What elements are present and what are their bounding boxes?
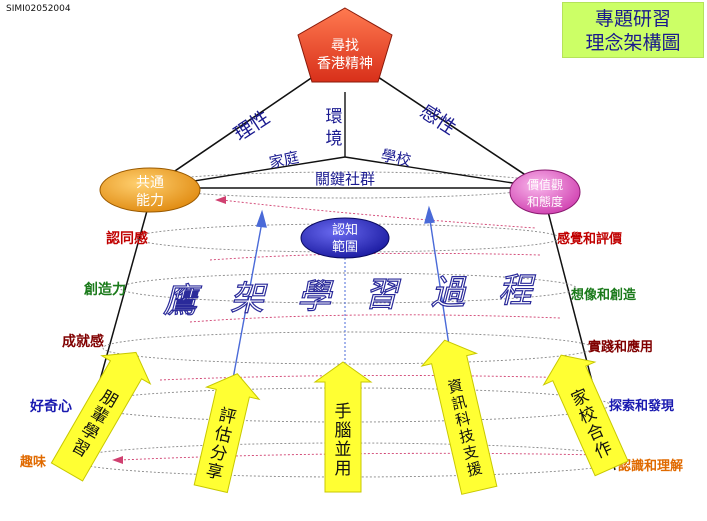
document-id: SIMI02052004 [6,4,71,14]
center-node-line2: 範圍 [332,240,358,255]
left-label-curiosity: 好奇心 [29,398,72,415]
ring [102,331,594,365]
arrow-label-char: 分 [208,442,229,465]
top-node-line2: 香港精神 [317,56,373,72]
arrow-label-char: 估 [213,424,234,447]
title-line-2: 理念架構圖 [585,32,681,54]
process-char: 學 [297,277,334,317]
ring [119,272,577,304]
arrowhead [424,205,435,224]
top-node-line1: 尋找 [331,38,359,54]
right-node-line1: 價值觀 [527,177,563,192]
arrow-label-char: 科 [454,409,473,430]
process-char: 習 [364,275,401,315]
arrow-label-char: 用 [335,459,352,479]
process-char: 過 [431,273,467,313]
ring [85,387,611,423]
left-label-achievement: 成就感 [62,333,104,350]
process-label: 鷹架學習過程 [162,270,536,321]
arrow-label-char: 享 [204,461,225,484]
left-node-line1: 共通 [136,175,164,191]
title-line-1: 專題研習 [594,8,671,30]
process-char: 程 [498,271,536,311]
arrow-label-char: 合 [584,420,608,445]
arrow-label-char: 評 [217,405,238,428]
arrow-label-char: 支 [461,442,480,463]
framework-triangle [147,54,548,189]
right-label-feeling: 感覺和評價 [557,231,623,247]
diagram-title: 專題研習 理念架構圖 [562,2,704,58]
label-key-community: 關鍵社群 [315,170,375,188]
arrow-label-char: 校 [576,403,600,428]
right-label-exploration: 探索和發現 [609,398,674,414]
arrow-label-char: 並 [335,440,352,460]
left-label-interest: 趣味 [19,454,46,470]
left-label-creativity: 創造力 [83,281,126,298]
process-char: 架 [230,279,268,319]
arrow-label-char: 援 [465,459,484,480]
arrow-label-char: 訊 [450,393,469,414]
arrow-label-char: 技 [457,426,476,447]
spiral-arrowhead [215,196,226,204]
process-char: 鷹 [163,281,202,321]
label-rationality: 理性 [230,106,274,145]
right-label-practice: 實踐和應用 [588,339,653,355]
arrow-label-char: 家 [568,386,592,411]
right-node [509,169,581,215]
triangle-inner-edge [344,156,546,189]
spiral-arrowhead [112,456,123,464]
label-environment-2: 境 [326,129,343,149]
center-node [300,217,390,259]
left-label-identity: 認同感 [106,230,148,247]
label-school: 學校 [379,146,412,170]
label-environment-1: 環 [326,107,343,127]
arrow-label-char: 作 [592,438,616,463]
label-family: 家庭 [267,148,300,172]
right-label-imagination: 想像和創造 [571,287,637,303]
arrowhead [256,209,267,228]
arrow-label-char: 腦 [335,421,352,441]
right-node-line2: 和態度 [527,194,563,209]
arrow-shape [542,354,629,477]
arrow-shape [193,373,261,494]
arrow-shape [313,361,373,493]
arrow-shape [420,339,498,495]
left-node-line2: 能力 [136,193,164,209]
arrow-label-char: 手 [335,402,352,422]
top-pentagon [297,7,393,83]
arrow-label-char: 資 [446,376,465,397]
arrow-shape [50,351,152,482]
center-node-line1: 認知 [332,222,358,238]
left-node [99,167,201,213]
right-label-understanding: 認識和理解 [618,458,683,474]
